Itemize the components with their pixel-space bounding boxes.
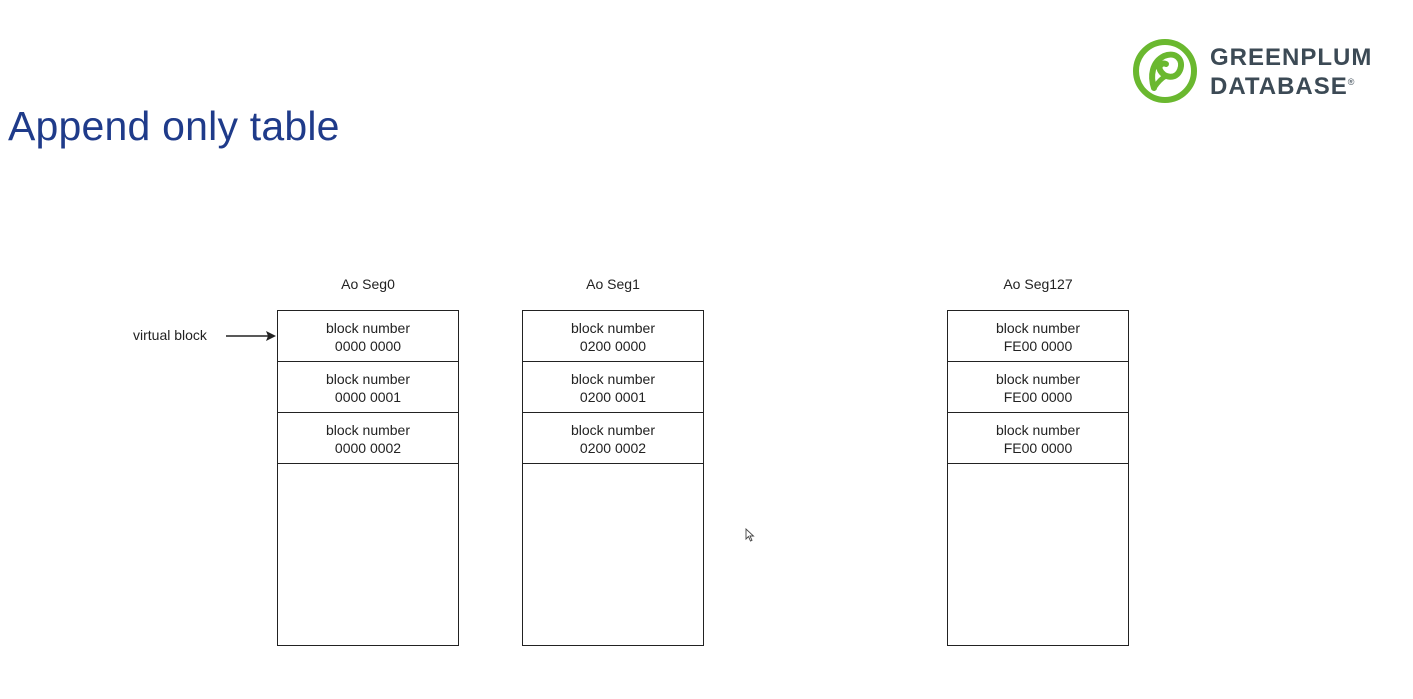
block-cell: block number 0200 0002 xyxy=(523,413,703,464)
block-cell: block number 0200 0001 xyxy=(523,362,703,413)
registered-mark: ® xyxy=(1347,77,1356,87)
segment-label: Ao Seg127 xyxy=(1003,276,1073,292)
block-number: 0000 0001 xyxy=(334,389,402,405)
block-cell: block number FE00 0000 xyxy=(948,311,1128,362)
virtual-block-label: virtual block xyxy=(133,327,207,343)
block-cell: block number 0000 0000 xyxy=(278,311,458,362)
block-title: block number xyxy=(325,320,411,336)
block-number: FE00 0000 xyxy=(1003,338,1073,354)
segment-label: Ao Seg1 xyxy=(586,276,640,292)
greenplum-logo-icon xyxy=(1133,39,1197,103)
block-title: block number xyxy=(995,371,1081,387)
block-title: block number xyxy=(570,371,656,387)
segment-box: block number FE00 0000 block number FE00… xyxy=(947,310,1129,646)
block-number: 0200 0001 xyxy=(579,389,647,405)
logo-wordmark: GREENPLUM DATABASE® xyxy=(1210,45,1372,99)
block-title: block number xyxy=(325,371,411,387)
segment-label: Ao Seg0 xyxy=(341,276,395,292)
block-title: block number xyxy=(995,422,1081,438)
block-cell: block number 0000 0001 xyxy=(278,362,458,413)
block-number: 0200 0002 xyxy=(579,440,647,456)
segment-box: block number 0200 0000 block number 0200… xyxy=(522,310,704,646)
block-number: 0000 0000 xyxy=(334,338,402,354)
slide-title: Append only table xyxy=(8,103,340,149)
block-title: block number xyxy=(570,422,656,438)
block-cell: block number FE00 0000 xyxy=(948,362,1128,413)
block-cell: block number 0200 0000 xyxy=(523,311,703,362)
mouse-cursor-icon xyxy=(745,528,755,542)
block-number: FE00 0000 xyxy=(1003,440,1073,456)
virtual-block-arrow-icon xyxy=(226,331,276,341)
block-title: block number xyxy=(995,320,1081,336)
greenplum-logo: GREENPLUM DATABASE® xyxy=(1132,38,1402,108)
block-number: 0200 0000 xyxy=(579,338,647,354)
block-number: 0000 0002 xyxy=(334,440,402,456)
block-title: block number xyxy=(570,320,656,336)
block-title: block number xyxy=(325,422,411,438)
block-number: FE00 0000 xyxy=(1003,389,1073,405)
logo-line-2: DATABASE xyxy=(1210,73,1348,100)
block-cell: block number 0000 0002 xyxy=(278,413,458,464)
block-cell: block number FE00 0000 xyxy=(948,413,1128,464)
logo-line-1: GREENPLUM xyxy=(1210,44,1373,71)
segment-box: block number 0000 0000 block number 0000… xyxy=(277,310,459,646)
